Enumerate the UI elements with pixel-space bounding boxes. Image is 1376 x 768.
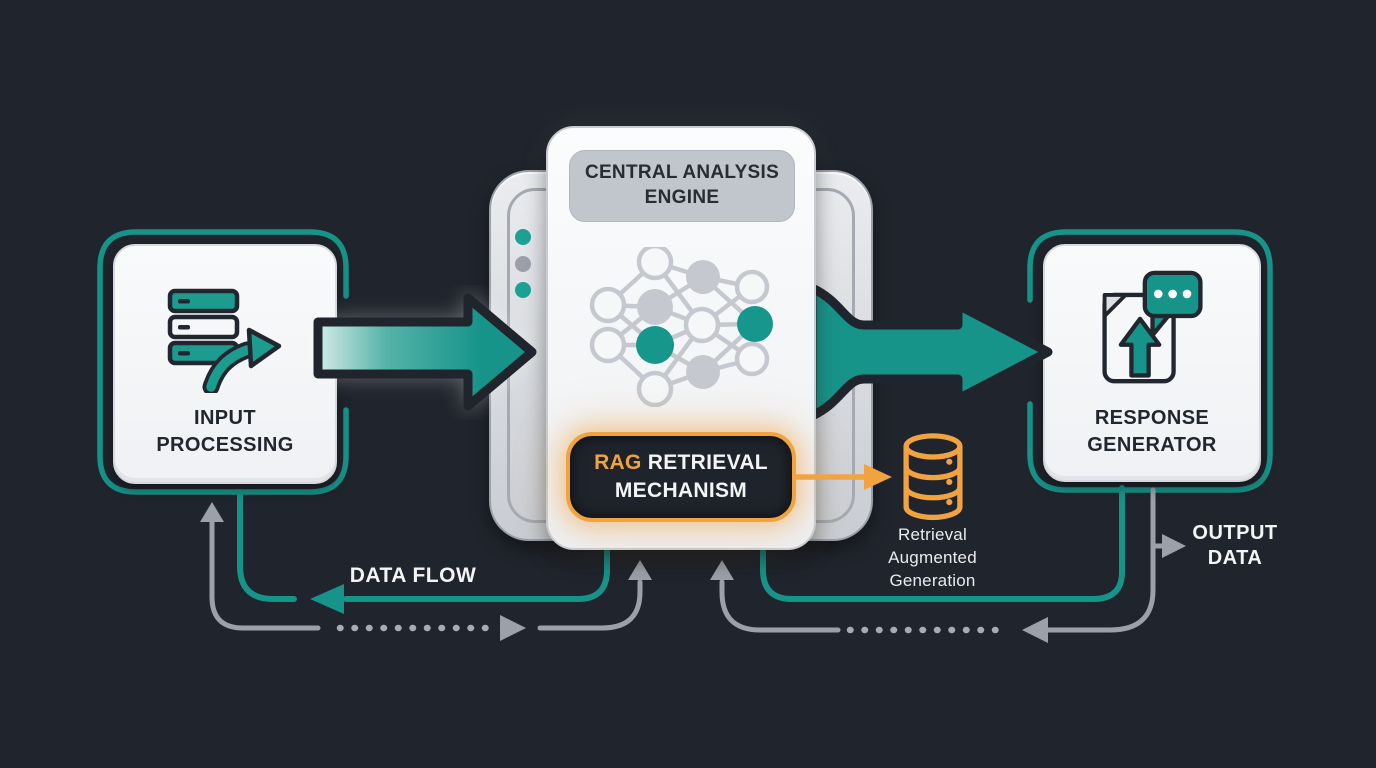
- central-analysis-engine-card: CENTRAL ANALYSIS ENGINE: [546, 126, 816, 550]
- rag-line1-rest: RETRIEVAL: [641, 450, 768, 474]
- response-node-ring: [1027, 229, 1273, 493]
- engine-title-line2: ENGINE: [644, 187, 720, 208]
- data-flow-label: DATA FLOW: [349, 564, 477, 587]
- teal-feedback-paths: [237, 485, 1125, 602]
- gray-right-loop: [719, 487, 1165, 633]
- retrieval-augmented-generation-caption: Retrieval Augmented Generation: [860, 524, 1005, 593]
- output-data-line2: DATA: [1207, 547, 1263, 569]
- output-data-label: OUTPUT DATA: [1180, 521, 1290, 571]
- document-upload-chat-icon: [1102, 270, 1203, 384]
- status-dot-gray: [515, 256, 531, 272]
- input-label-line1: INPUT: [194, 407, 256, 430]
- rag-to-database-connector: [794, 464, 892, 490]
- status-dot-teal-1: [515, 229, 531, 245]
- gray-output-arrowhead: [1162, 534, 1186, 558]
- input-label-line2: PROCESSING: [156, 433, 294, 456]
- neural-network-icon: [589, 247, 773, 407]
- gray-right-arrowhead-left-loop: [500, 615, 526, 641]
- input-node-ring: [97, 229, 349, 495]
- arrow-engine-to-response: [807, 283, 1053, 421]
- status-dot-teal-2: [515, 282, 531, 298]
- caption-line3: Generation: [889, 570, 976, 590]
- response-generator-label: RESPONSE GENERATOR: [1045, 405, 1259, 458]
- input-processing-node: INPUT PROCESSING: [113, 244, 337, 484]
- engine-title: CENTRAL ANALYSIS ENGINE: [569, 150, 795, 222]
- caption-line2: Augmented: [888, 547, 977, 567]
- orange-arrowhead: [864, 464, 892, 490]
- rag-line2: MECHANISM: [614, 479, 748, 502]
- output-data-line1: OUTPUT: [1192, 522, 1278, 544]
- arrow-input-to-engine: [313, 293, 537, 411]
- gray-left-loop: [209, 515, 643, 631]
- gray-up-arrowhead-engine-left: [628, 560, 652, 580]
- database-icon: [903, 433, 963, 521]
- engine-title-line1: CENTRAL ANALYSIS: [584, 162, 780, 184]
- rag-accent-text: RAG: [594, 450, 642, 474]
- gray-up-arrowhead-engine-right: [710, 560, 734, 580]
- caption-line1: Retrieval: [898, 525, 967, 544]
- rag-retrieval-mechanism-badge: RAG RETRIEVAL MECHANISM: [566, 432, 796, 522]
- response-generator-node: RESPONSE GENERATOR: [1043, 244, 1261, 482]
- gray-left-arrowhead-right-loop: [1022, 617, 1048, 643]
- server-stack-with-arrow-icon: [167, 288, 282, 393]
- response-label-line2: GENERATOR: [1087, 433, 1217, 456]
- input-processing-label: INPUT PROCESSING: [115, 405, 335, 458]
- gray-up-arrowhead-input: [200, 502, 224, 522]
- response-label-line1: RESPONSE: [1094, 407, 1210, 430]
- teal-left-arrowhead: [310, 584, 344, 614]
